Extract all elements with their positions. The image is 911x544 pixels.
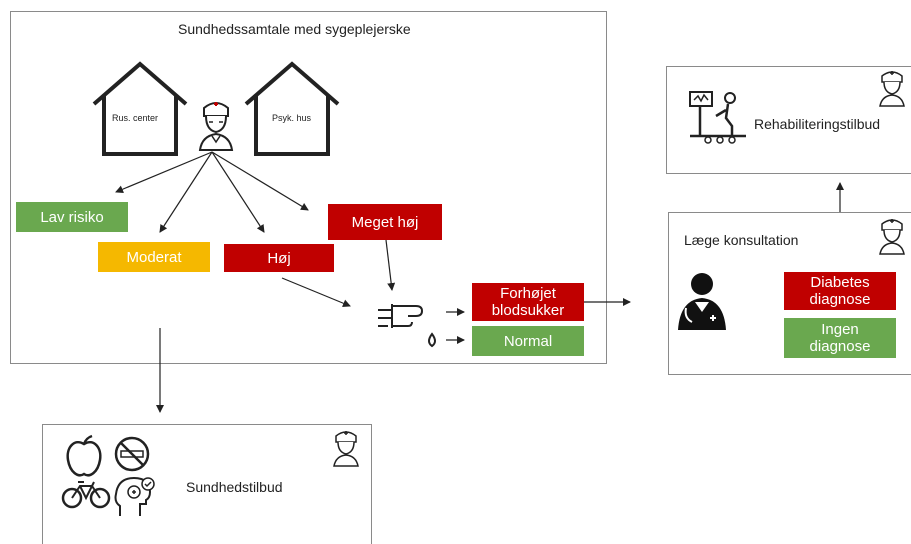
nurse-icon bbox=[879, 71, 905, 107]
no-diagnosis-tag: Ingen diagnose bbox=[784, 318, 896, 358]
doctor-icon bbox=[678, 273, 726, 330]
health-offer-title: Sundhedstilbud bbox=[186, 479, 283, 495]
nurse-icon bbox=[879, 219, 905, 255]
risk-very-high-tag: Meget høj bbox=[328, 204, 442, 240]
health-conversation-title: Sundhedssamtale med sygeplejerske bbox=[178, 21, 411, 37]
diabetes-diagnosis-tag: Diabetes diagnose bbox=[784, 272, 896, 310]
risk-high-tag: Høj bbox=[224, 244, 334, 272]
rehab-treadmill-icon bbox=[689, 91, 746, 144]
mind-health-icon bbox=[114, 476, 155, 516]
no-smoking-icon bbox=[114, 436, 150, 472]
finger-prick-icon bbox=[378, 304, 436, 348]
risk-moderate-tag: Moderat bbox=[98, 242, 210, 272]
house-label-psyk-hus: Psyk. hus bbox=[272, 113, 312, 123]
house-label-rus-center: Rus. center bbox=[112, 113, 159, 123]
bicycle-icon bbox=[61, 481, 111, 509]
house-icon bbox=[92, 61, 188, 156]
risk-low-tag: Lav risiko bbox=[16, 202, 128, 232]
result-elevated-tag: Forhøjet blodsukker bbox=[472, 283, 584, 321]
house-icon bbox=[244, 61, 340, 156]
doctor-consultation-title: Læge konsultation bbox=[684, 232, 799, 248]
result-normal-tag: Normal bbox=[472, 326, 584, 356]
rehab-title: Rehabiliteringstilbud bbox=[754, 116, 881, 132]
rehab-box bbox=[666, 66, 911, 174]
nurse-icon bbox=[198, 102, 234, 151]
nurse-icon bbox=[333, 431, 359, 467]
apple-icon bbox=[66, 434, 102, 477]
